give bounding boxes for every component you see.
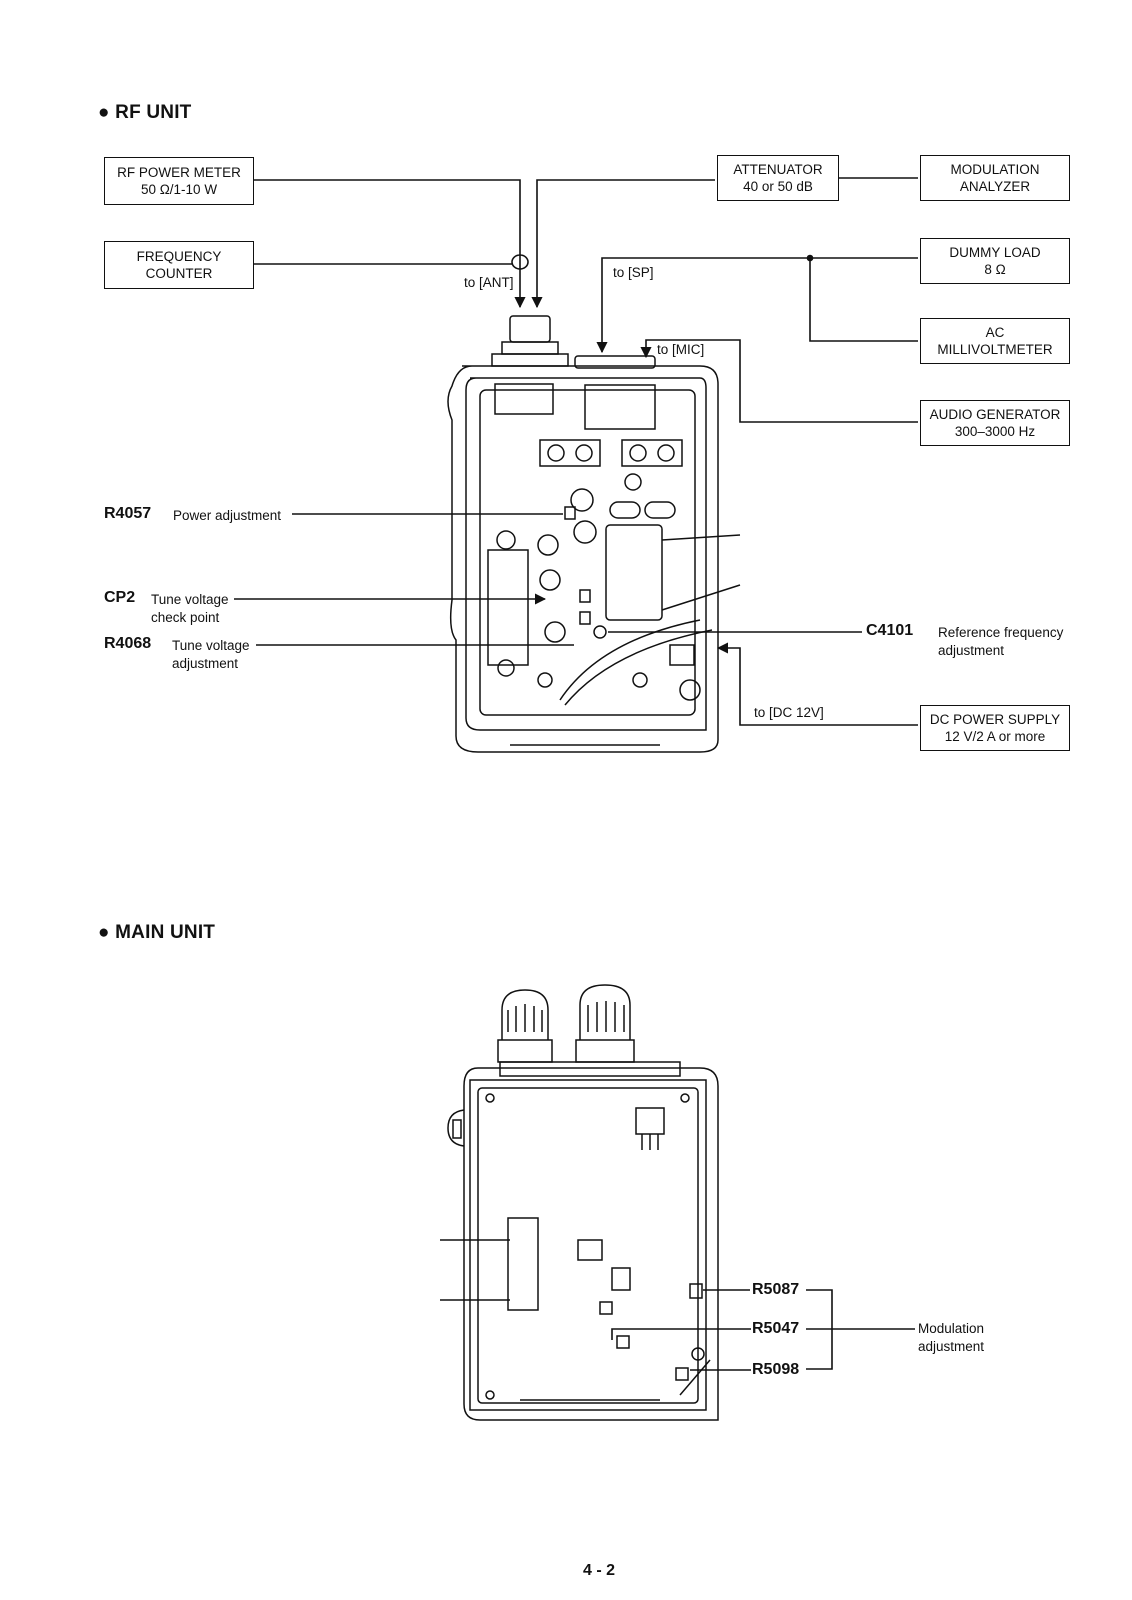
rf-unit-heading: ● RF UNIT bbox=[98, 102, 192, 123]
r4068-desc-line1: Tune voltage bbox=[172, 638, 250, 653]
cp2-ref: CP2 bbox=[104, 589, 136, 606]
dc-power-supply-line1: DC POWER SUPPLY bbox=[929, 712, 1061, 727]
rf-power-meter-box: RF POWER METER 50 Ω/1-10 W bbox=[104, 157, 254, 205]
dummy-load-line1: DUMMY LOAD bbox=[949, 245, 1041, 260]
frequency-counter-box: FREQUENCY COUNTER bbox=[104, 241, 254, 289]
modulation-adjustment-line1: Modulation bbox=[918, 1321, 985, 1336]
modulation-adjustment-line2: adjustment bbox=[918, 1339, 985, 1354]
modulation-analyzer-box: MODULATION ANALYZER bbox=[920, 155, 1070, 201]
c4101-ref: C4101 bbox=[866, 622, 914, 639]
rf-unit-board bbox=[447, 315, 741, 753]
main-unit-board bbox=[440, 984, 719, 1421]
ac-millivoltmeter-box: AC MILLIVOLTMETER bbox=[920, 318, 1070, 364]
audio-generator-line1: AUDIO GENERATOR bbox=[929, 407, 1061, 422]
attenuator-line1: ATTENUATOR bbox=[733, 162, 823, 177]
r4057-desc: Power adjustment bbox=[173, 508, 282, 523]
r4068-ref: R4068 bbox=[104, 635, 152, 652]
to-mic-label: to [MIC] bbox=[657, 342, 705, 357]
cp2-desc-line1: Tune voltage bbox=[151, 592, 229, 607]
attenuator-box: ATTENUATOR 40 or 50 dB bbox=[717, 155, 839, 201]
attenuator-line2: 40 or 50 dB bbox=[743, 179, 813, 194]
cp2-desc-line2: check point bbox=[151, 610, 220, 625]
r4057-ref: R4057 bbox=[104, 505, 152, 522]
r4068-desc-line2: adjustment bbox=[172, 656, 239, 671]
audio-generator-line2: 300–3000 Hz bbox=[954, 424, 1036, 439]
modulation-analyzer-line2: ANALYZER bbox=[959, 179, 1031, 194]
audio-generator-box: AUDIO GENERATOR 300–3000 Hz bbox=[920, 400, 1070, 446]
to-sp-label: to [SP] bbox=[613, 265, 654, 280]
frequency-counter-line2: COUNTER bbox=[145, 266, 213, 281]
to-dc-label: to [DC 12V] bbox=[754, 705, 824, 720]
dummy-load-box: DUMMY LOAD 8 Ω bbox=[920, 238, 1070, 284]
rf-power-meter-line1: RF POWER METER bbox=[117, 165, 241, 180]
dc-power-supply-line2: 12 V/2 A or more bbox=[944, 729, 1046, 744]
r5087-ref: R5087 bbox=[752, 1281, 800, 1298]
frequency-counter-line1: FREQUENCY bbox=[136, 249, 222, 264]
dc-power-supply-box: DC POWER SUPPLY 12 V/2 A or more bbox=[920, 705, 1070, 751]
r5047-ref: R5047 bbox=[752, 1320, 800, 1337]
c4101-desc-line2: adjustment bbox=[938, 643, 1005, 658]
rf-power-meter-line2: 50 Ω/1-10 W bbox=[140, 182, 218, 197]
r5098-ref: R5098 bbox=[752, 1361, 800, 1378]
modulation-analyzer-line1: MODULATION bbox=[950, 162, 1040, 177]
c4101-desc-line1: Reference frequency bbox=[938, 625, 1064, 640]
ac-millivoltmeter-line1: AC bbox=[985, 325, 1005, 340]
to-ant-label: to [ANT] bbox=[464, 275, 514, 290]
page-number: 4 - 2 bbox=[583, 1562, 616, 1579]
main-unit-heading: ● MAIN UNIT bbox=[98, 922, 216, 943]
dummy-load-line2: 8 Ω bbox=[984, 262, 1006, 277]
ac-millivoltmeter-line2: MILLIVOLTMETER bbox=[937, 342, 1053, 357]
